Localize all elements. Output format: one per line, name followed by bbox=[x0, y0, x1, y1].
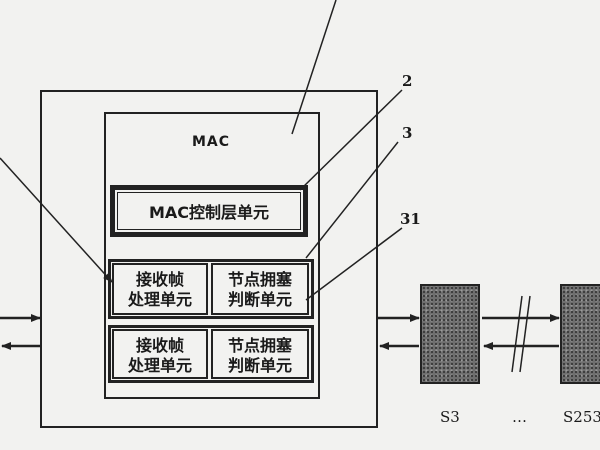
ref-number-3: 3 bbox=[402, 124, 413, 142]
break-mark-2 bbox=[519, 295, 531, 373]
congestion-unit-1-line-1: 节点拥塞 bbox=[227, 270, 292, 289]
congestion-unit-2-line-2: 判断单元 bbox=[227, 356, 292, 375]
mac-module-box bbox=[104, 112, 320, 399]
congestion-unit-1-line-2: 判断单元 bbox=[227, 290, 292, 309]
node-s3 bbox=[420, 284, 480, 384]
leader-line-top bbox=[291, 0, 337, 135]
congestion-unit-2-line-1: 节点拥塞 bbox=[227, 336, 292, 355]
congestion-judge-unit-1: 节点拥塞 判断单元 bbox=[211, 263, 309, 315]
ref-number-31: 31 bbox=[400, 210, 421, 228]
leader-line-ref-31 bbox=[305, 227, 403, 301]
receive-unit-2-line-2: 处理单元 bbox=[127, 356, 192, 375]
node-s3-label: S3 bbox=[440, 408, 460, 426]
control-unit-label: MAC控制层单元 bbox=[148, 203, 270, 222]
node-s253 bbox=[560, 284, 600, 384]
receive-unit-1-line-2: 处理单元 bbox=[127, 290, 192, 309]
ref-number-2: 2 bbox=[402, 72, 413, 90]
control-unit-inner-border bbox=[117, 192, 301, 230]
leader-line-ref-2 bbox=[299, 89, 403, 191]
receive-frame-unit-1: 接收帧 处理单元 bbox=[112, 263, 208, 315]
leader-line-ref-3 bbox=[305, 141, 399, 259]
device-outer-box bbox=[40, 90, 378, 428]
receive-frame-unit-2: 接收帧 处理单元 bbox=[112, 329, 208, 379]
node-s253-label: S253 bbox=[563, 408, 600, 426]
unit-group-2 bbox=[108, 325, 314, 383]
congestion-judge-unit-2: 节点拥塞 判断单元 bbox=[211, 329, 309, 379]
receive-unit-1-line-1: 接收帧 bbox=[135, 270, 184, 289]
receive-unit-2-line-1: 接收帧 bbox=[135, 336, 184, 355]
mac-control-layer-unit: MAC控制层单元 bbox=[110, 185, 308, 237]
mac-label: MAC bbox=[192, 134, 231, 150]
unit-group-1 bbox=[108, 259, 314, 319]
break-mark-1 bbox=[511, 295, 523, 373]
node-ellipsis: … bbox=[512, 408, 527, 426]
leader-line-left bbox=[0, 157, 113, 283]
